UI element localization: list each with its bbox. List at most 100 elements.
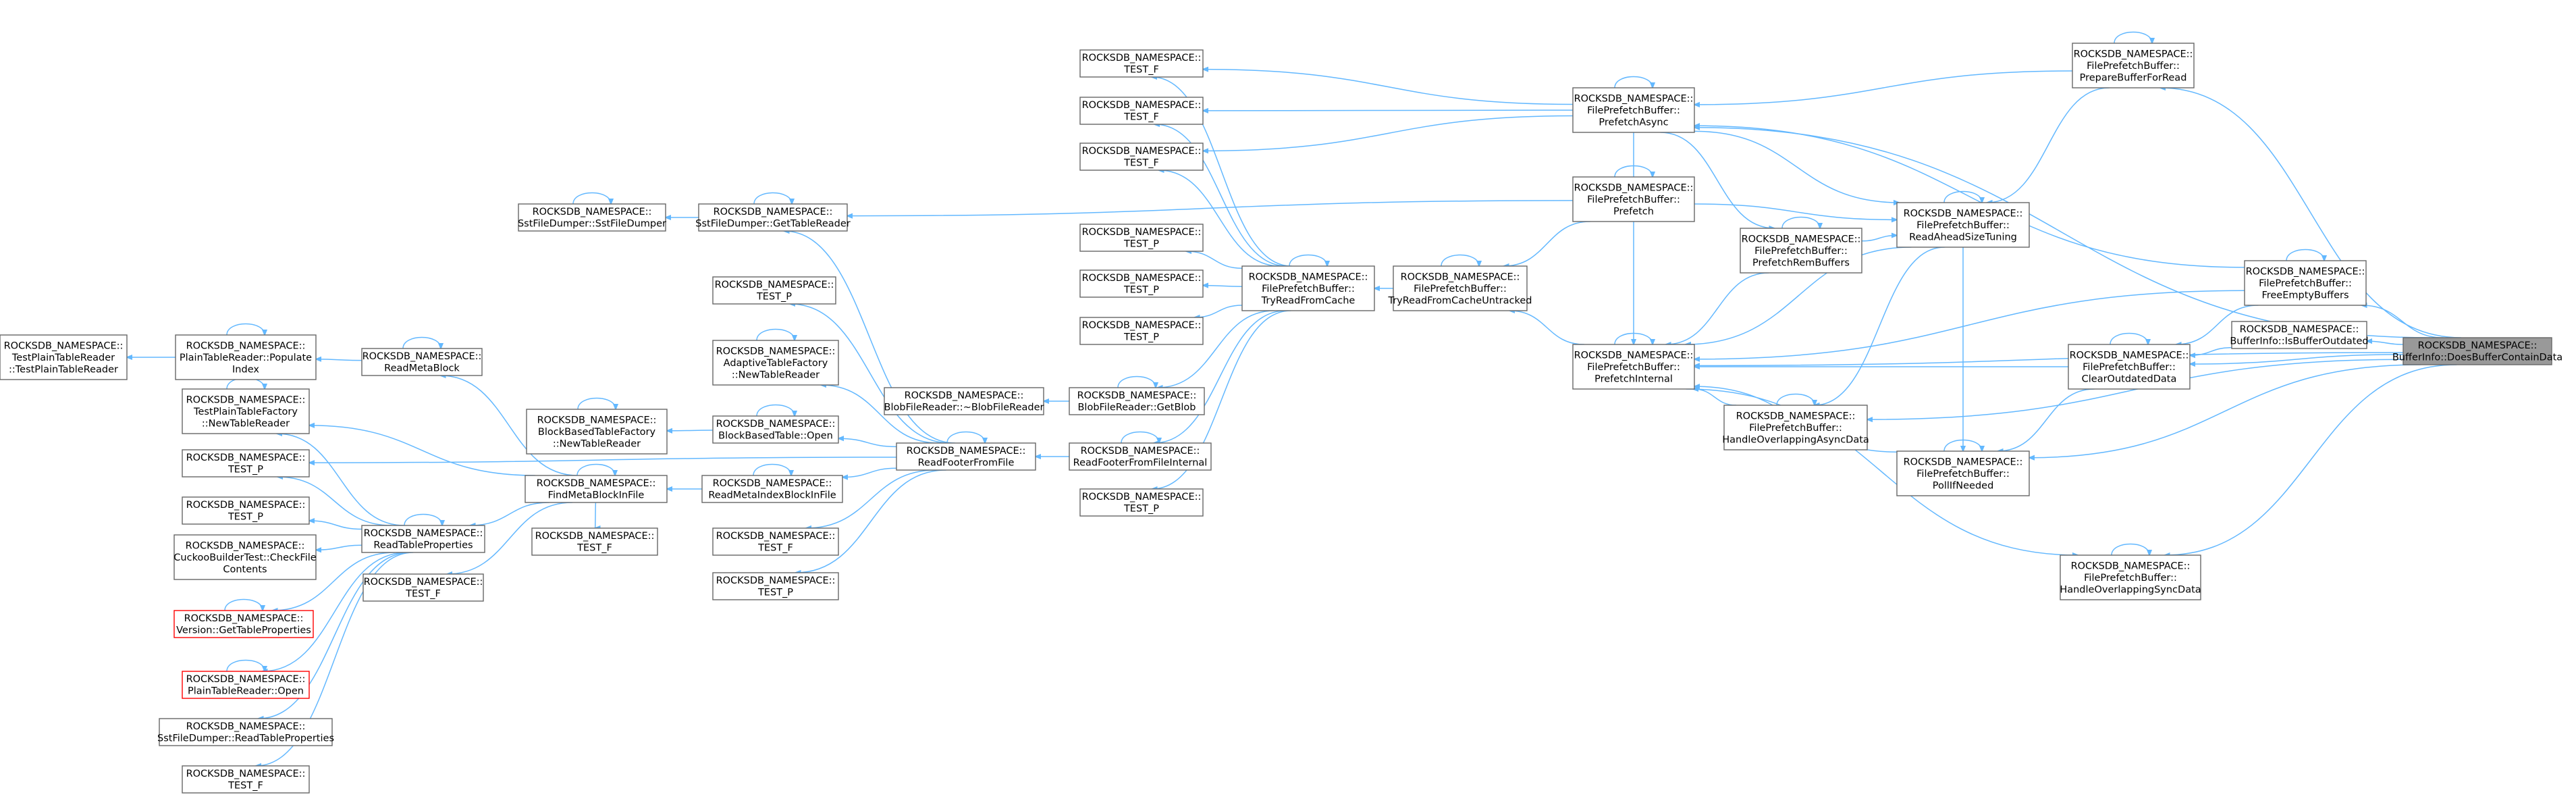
node-bbfactory[interactable]: ROCKSDB_NAMESPACE::BlockBasedTableFactor… [526, 409, 668, 455]
node-hosync[interactable]: ROCKSDB_NAMESPACE::FilePrefetchBuffer::H… [2060, 554, 2201, 600]
node-prep[interactable]: ROCKSDB_NAMESPACE::FilePrefetchBuffer::P… [2072, 43, 2195, 88]
node-box[interactable] [173, 610, 314, 638]
node-box[interactable] [1572, 344, 1695, 390]
node-box[interactable] [1069, 387, 1205, 415]
node-box[interactable] [1079, 317, 1204, 345]
node-readmeta[interactable]: ROCKSDB_NAMESPACE::ReadMetaBlock [361, 348, 483, 376]
node-readfooterint[interactable]: ROCKSDB_NAMESPACE::ReadFooterFromFileInt… [1069, 442, 1212, 471]
node-box[interactable] [182, 765, 310, 794]
node-prefetch[interactable]: ROCKSDB_NAMESPACE::FilePrefetchBuffer::P… [1572, 176, 1695, 222]
node-box[interactable] [182, 671, 310, 699]
node-tf1[interactable]: ROCKSDB_NAMESPACE::TEST_F [1079, 49, 1204, 78]
node-box[interactable] [2231, 321, 2367, 349]
node-box[interactable] [712, 276, 836, 305]
node-tp1[interactable]: ROCKSDB_NAMESPACE::TEST_P [1079, 224, 1204, 252]
node-getblob[interactable]: ROCKSDB_NAMESPACE::BlobFileReader::GetBl… [1069, 387, 1205, 415]
node-ptropen[interactable]: ROCKSDB_NAMESPACE::PlainTableReader::Ope… [182, 671, 310, 699]
node-box[interactable] [1079, 269, 1204, 298]
node-box[interactable] [698, 203, 848, 232]
node-prem[interactable]: ROCKSDB_NAMESPACE::FilePrefetchBuffer::P… [1740, 228, 1862, 274]
node-tf2[interactable]: ROCKSDB_NAMESPACE::TEST_F [1079, 97, 1204, 125]
node-bbopen[interactable]: ROCKSDB_NAMESPACE::BlockBasedTable::Open [712, 415, 839, 444]
node-box[interactable] [2244, 260, 2367, 306]
node-box[interactable] [182, 496, 310, 525]
node-readahead[interactable]: ROCKSDB_NAMESPACE::FilePrefetchBuffer::R… [1896, 202, 2030, 248]
node-box[interactable] [2072, 43, 2195, 88]
node-versiongtp[interactable]: ROCKSDB_NAMESPACE::Version::GetTableProp… [173, 610, 314, 638]
node-box[interactable] [1079, 488, 1204, 517]
node-tf6[interactable]: ROCKSDB_NAMESPACE::TEST_F [531, 527, 658, 556]
node-box[interactable] [701, 475, 843, 503]
node-box[interactable] [896, 442, 1036, 471]
node-box[interactable] [1896, 202, 2030, 248]
node-pinternal[interactable]: ROCKSDB_NAMESPACE::FilePrefetchBuffer::P… [1572, 344, 1695, 390]
node-box[interactable] [712, 415, 839, 444]
node-tf3[interactable]: ROCKSDB_NAMESPACE::TEST_F [1079, 143, 1204, 171]
node-box[interactable] [884, 387, 1044, 415]
node-box[interactable] [2403, 337, 2552, 365]
node-sfdumper[interactable]: ROCKSDB_NAMESPACE::SstFileDumper::SstFil… [518, 203, 666, 232]
node-blobdtor[interactable]: ROCKSDB_NAMESPACE::BlobFileReader::~Blob… [884, 387, 1044, 415]
node-populate[interactable]: ROCKSDB_NAMESPACE::PlainTableReader::Pop… [175, 334, 317, 380]
node-box[interactable] [531, 527, 658, 556]
node-hoasync[interactable]: ROCKSDB_NAMESPACE::FilePrefetchBuffer::H… [1722, 405, 1869, 450]
node-box[interactable] [173, 534, 317, 580]
node-tf5[interactable]: ROCKSDB_NAMESPACE::TEST_F [363, 573, 484, 602]
node-box[interactable] [363, 573, 484, 602]
node-box[interactable] [1241, 265, 1375, 311]
node-findmeta[interactable]: ROCKSDB_NAMESPACE::FindMetaBlockInFile [525, 475, 668, 503]
node-testplain[interactable]: ROCKSDB_NAMESPACE::TestPlainTableReader:… [0, 334, 128, 380]
node-freeempty[interactable]: ROCKSDB_NAMESPACE::FilePrefetchBuffer::F… [2244, 260, 2367, 306]
node-pasync[interactable]: ROCKSDB_NAMESPACE::FilePrefetchBuffer::P… [1572, 87, 1695, 133]
node-tryread[interactable]: ROCKSDB_NAMESPACE::FilePrefetchBuffer::T… [1241, 265, 1375, 311]
node-box[interactable] [1079, 224, 1204, 252]
node-isoutdated[interactable]: ROCKSDB_NAMESPACE::BufferInfo::IsBufferO… [2230, 321, 2369, 349]
node-box[interactable] [526, 409, 668, 455]
node-box[interactable] [182, 388, 310, 434]
node-gettable[interactable]: ROCKSDB_NAMESPACE::SstFileDumper::GetTab… [695, 203, 851, 232]
node-box[interactable] [1079, 143, 1204, 171]
node-root[interactable]: ROCKSDB_NAMESPACE::BufferInfo::DoesBuffe… [2392, 337, 2562, 365]
node-box[interactable] [1896, 450, 2030, 496]
node-box[interactable] [1393, 265, 1528, 311]
node-box[interactable] [2060, 554, 2201, 600]
node-box[interactable] [712, 340, 839, 386]
node-tp5[interactable]: ROCKSDB_NAMESPACE::TEST_P [182, 449, 310, 477]
node-tf4[interactable]: ROCKSDB_NAMESPACE::TEST_F [712, 527, 839, 556]
node-pollif[interactable]: ROCKSDB_NAMESPACE::FilePrefetchBuffer::P… [1896, 450, 2030, 496]
node-readfooter[interactable]: ROCKSDB_NAMESPACE::ReadFooterFromFile [896, 442, 1036, 471]
node-clearout[interactable]: ROCKSDB_NAMESPACE::FilePrefetchBuffer::C… [2068, 344, 2191, 390]
node-box[interactable] [712, 572, 839, 600]
node-box[interactable] [182, 449, 310, 477]
node-box[interactable] [2068, 344, 2191, 390]
node-box[interactable] [1572, 176, 1695, 222]
node-sfdumperrtp[interactable]: ROCKSDB_NAMESPACE::SstFileDumper::ReadTa… [157, 718, 334, 746]
node-tp8[interactable]: ROCKSDB_NAMESPACE::TEST_P [712, 572, 839, 600]
node-tryreadun[interactable]: ROCKSDB_NAMESPACE::FilePrefetchBuffer::T… [1387, 265, 1532, 311]
node-tf7[interactable]: ROCKSDB_NAMESPACE::TEST_F [182, 765, 310, 794]
node-tp7[interactable]: ROCKSDB_NAMESPACE::TEST_P [182, 496, 310, 525]
node-box[interactable] [1079, 49, 1204, 78]
node-tp3[interactable]: ROCKSDB_NAMESPACE::TEST_P [712, 276, 836, 305]
node-box[interactable] [1069, 442, 1212, 471]
node-box[interactable] [518, 203, 666, 232]
node-box[interactable] [175, 334, 317, 380]
node-cuckoo[interactable]: ROCKSDB_NAMESPACE::CuckooBuilderTest::Ch… [173, 534, 317, 580]
node-box[interactable] [1740, 228, 1862, 274]
node-readmetaidx[interactable]: ROCKSDB_NAMESPACE::ReadMetaIndexBlockInF… [701, 475, 843, 503]
node-box[interactable] [1723, 405, 1868, 450]
node-tp4[interactable]: ROCKSDB_NAMESPACE::TEST_P [1079, 317, 1204, 345]
node-box[interactable] [1079, 97, 1204, 125]
node-box[interactable] [525, 475, 668, 503]
node-tp2[interactable]: ROCKSDB_NAMESPACE::TEST_P [1079, 269, 1204, 298]
node-box[interactable] [159, 718, 333, 746]
node-readtp[interactable]: ROCKSDB_NAMESPACE::ReadTableProperties [361, 525, 485, 553]
node-box[interactable] [361, 348, 483, 376]
node-box[interactable] [1572, 87, 1695, 133]
node-adaptive[interactable]: ROCKSDB_NAMESPACE::AdaptiveTableFactory:… [712, 340, 839, 386]
node-box[interactable] [0, 334, 128, 380]
node-box[interactable] [712, 527, 839, 556]
node-tpfactory[interactable]: ROCKSDB_NAMESPACE::TestPlainTableFactory… [182, 388, 310, 434]
node-box[interactable] [361, 525, 485, 553]
node-tp6[interactable]: ROCKSDB_NAMESPACE::TEST_P [1079, 488, 1204, 517]
